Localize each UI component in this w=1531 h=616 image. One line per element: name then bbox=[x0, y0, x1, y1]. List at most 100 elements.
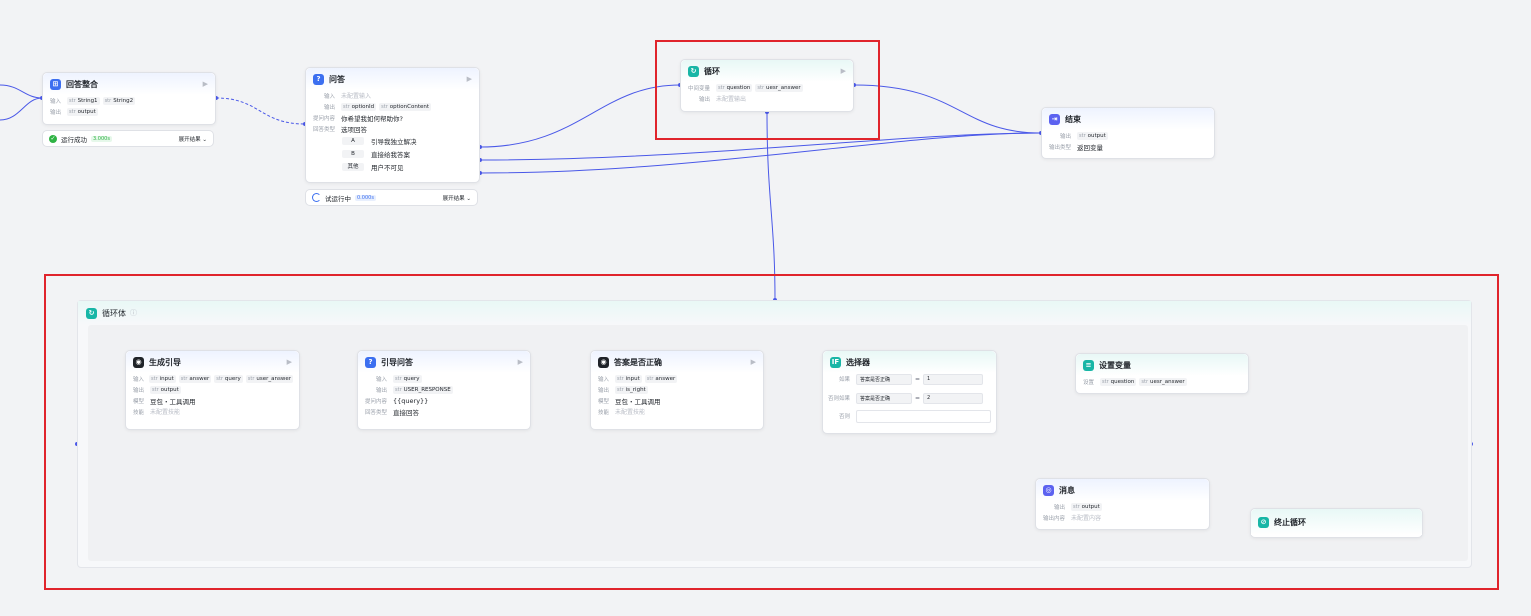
else-row[interactable]: 否则 bbox=[823, 409, 996, 423]
skill-label: 技能 bbox=[598, 409, 610, 416]
question-value: {{query}} bbox=[393, 396, 429, 405]
play-icon[interactable]: ▶ bbox=[750, 358, 756, 366]
output-label: 输出 bbox=[698, 96, 710, 103]
content-value: 未配置内容 bbox=[1071, 515, 1102, 522]
node-title: 回答整合 bbox=[66, 79, 98, 89]
skill-value: 未配置技能 bbox=[150, 409, 181, 416]
play-icon[interactable]: ▶ bbox=[517, 358, 523, 366]
info-icon[interactable]: ⓘ bbox=[130, 309, 137, 317]
answer-type-value: 选项回答 bbox=[341, 125, 368, 134]
play-icon[interactable]: ▶ bbox=[466, 75, 472, 83]
input-label: 输入 bbox=[50, 98, 62, 105]
output-label: 输出 bbox=[50, 109, 62, 116]
node-title: 问答 bbox=[329, 74, 345, 84]
merge-icon: ⊞ bbox=[50, 78, 61, 90]
loop-icon: ↻ bbox=[688, 65, 699, 77]
condition-row[interactable]: 否则如果 答案是否正确 = 2 bbox=[823, 392, 996, 404]
loading-icon bbox=[312, 193, 321, 202]
status-text: 试运行中 bbox=[325, 194, 351, 203]
llm-icon: ◉ bbox=[598, 356, 609, 368]
play-icon[interactable]: ▶ bbox=[202, 80, 208, 88]
else-branch[interactable] bbox=[856, 409, 991, 423]
model-label: 模型 bbox=[133, 398, 145, 405]
qa-run-status: 试运行中 0.000s 展开结果 ⌄ bbox=[305, 189, 478, 206]
node-title: 选择器 bbox=[846, 357, 870, 367]
loop-body-header: ↻ 循环体 ⓘ bbox=[78, 301, 1471, 325]
node-title: 设置变量 bbox=[1099, 360, 1131, 370]
success-icon: ✓ bbox=[49, 134, 57, 143]
node-title: 结束 bbox=[1065, 114, 1081, 124]
input-label: 输入 bbox=[323, 93, 335, 100]
input-value: 未配置输入 bbox=[341, 93, 372, 100]
output-label: 输出 bbox=[375, 387, 387, 394]
question-icon: ? bbox=[313, 73, 324, 85]
llm-icon: ◉ bbox=[133, 356, 144, 368]
set-label: 设置 bbox=[1083, 379, 1095, 386]
loop-body-container[interactable]: ↻ 循环体 ⓘ bbox=[77, 300, 1472, 568]
node-title: 引导问答 bbox=[381, 357, 413, 367]
loop-body-title: 循环体 bbox=[102, 308, 126, 318]
stop-icon: ⊘ bbox=[1258, 516, 1269, 528]
play-icon[interactable]: ▶ bbox=[840, 67, 846, 75]
content-label: 输出内容 bbox=[1043, 515, 1066, 522]
output-label: 输出 bbox=[1059, 133, 1071, 140]
output-type-label: 输出类型 bbox=[1049, 144, 1072, 151]
expand-result-button[interactable]: 展开结果 ⌄ bbox=[442, 195, 471, 202]
expand-result-button[interactable]: 展开结果 ⌄ bbox=[178, 136, 207, 143]
condition-row[interactable]: 如果 答案是否正确 = 1 bbox=[823, 373, 996, 385]
question-icon: ? bbox=[365, 356, 376, 368]
answer-type-label: 回答类型 bbox=[313, 126, 336, 133]
question-value: 你希望我如何帮助你? bbox=[341, 114, 403, 123]
play-icon[interactable]: ▶ bbox=[286, 358, 292, 366]
node-stop-loop[interactable]: ⊘ 终止循环 bbox=[1250, 508, 1423, 538]
time-badge: 0.000s bbox=[355, 194, 376, 201]
node-selector[interactable]: IF 选择器 如果 答案是否正确 = 1 否则如果 答案是否正确 = 2 否则 bbox=[822, 350, 997, 434]
input-label: 输入 bbox=[598, 376, 610, 383]
model-value: 豆包・工具调用 bbox=[150, 397, 196, 406]
output-value: 未配置输出 bbox=[716, 96, 747, 103]
output-label: 输出 bbox=[598, 387, 610, 394]
skill-label: 技能 bbox=[133, 409, 145, 416]
output-label: 输出 bbox=[1053, 504, 1065, 511]
node-title: 消息 bbox=[1059, 485, 1075, 495]
message-icon: ◎ bbox=[1043, 484, 1054, 496]
answer-type-label: 回答类型 bbox=[365, 409, 388, 416]
node-title: 答案是否正确 bbox=[614, 357, 662, 367]
if-icon: IF bbox=[830, 356, 841, 368]
input-label: 输入 bbox=[375, 376, 387, 383]
node-title: 循环 bbox=[704, 66, 720, 76]
var-label: 中间变量 bbox=[688, 85, 711, 92]
variable-icon: ≡ bbox=[1083, 359, 1094, 371]
output-label: 输出 bbox=[133, 387, 145, 394]
end-icon: ⇥ bbox=[1049, 113, 1060, 125]
model-label: 模型 bbox=[598, 398, 610, 405]
